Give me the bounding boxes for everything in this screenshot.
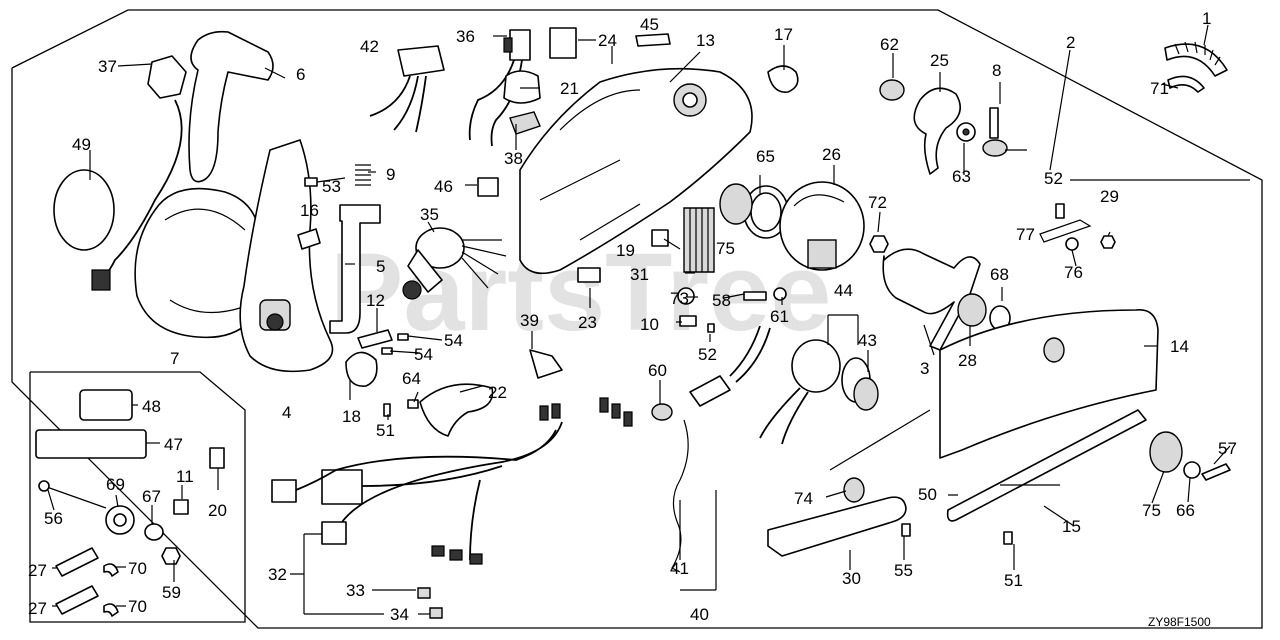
callout-56: 56	[44, 509, 63, 528]
callout-58: 58	[712, 291, 731, 310]
callout-33: 33	[346, 581, 365, 600]
callout-44: 44	[834, 281, 853, 300]
callout-72: 72	[868, 193, 887, 212]
callout-4: 4	[282, 403, 291, 422]
callout-20: 20	[208, 501, 227, 520]
callout-24: 24	[598, 31, 617, 50]
callout-54b: 54	[414, 345, 433, 364]
diagram-code: ZY98F1500	[1148, 615, 1211, 629]
assembly-frame	[11, 9, 1263, 629]
callout-63: 63	[952, 167, 971, 186]
part-drawings	[35, 27, 1231, 619]
callout-52b: 52	[698, 345, 717, 364]
callout-15: 15	[1062, 517, 1081, 536]
callout-26: 26	[822, 145, 841, 164]
callout-18: 18	[342, 407, 361, 426]
callout-67: 67	[142, 487, 161, 506]
callout-48: 48	[142, 397, 161, 416]
callout-9: 9	[386, 165, 395, 184]
callout-38: 38	[504, 149, 523, 168]
callout-19: 19	[616, 241, 635, 260]
callout-8: 8	[992, 61, 1001, 80]
callout-57: 57	[1218, 439, 1237, 458]
callout-36: 36	[456, 27, 475, 46]
callout-27b: 27	[28, 599, 47, 618]
callout-21: 21	[560, 79, 579, 98]
callout-59: 59	[162, 583, 181, 602]
callout-50: 50	[918, 485, 937, 504]
callout-51b: 51	[1004, 571, 1023, 590]
callout-14: 14	[1170, 337, 1189, 356]
callout-1: 1	[1202, 9, 1211, 28]
callout-47: 47	[164, 435, 183, 454]
callout-75a: 75	[716, 239, 735, 258]
callout-70b: 70	[128, 597, 147, 616]
callout-41: 41	[670, 559, 689, 578]
leader-lines	[47, 24, 1250, 615]
callout-45: 45	[640, 15, 659, 34]
callout-66: 66	[1176, 501, 1195, 520]
callout-29: 29	[1100, 187, 1119, 206]
callout-74: 74	[794, 489, 813, 508]
callout-52a: 52	[1044, 169, 1063, 188]
callout-30: 30	[842, 569, 861, 588]
callout-3: 3	[920, 359, 929, 378]
callout-60: 60	[648, 361, 667, 380]
callout-32: 32	[268, 565, 287, 584]
callout-37: 37	[98, 57, 117, 76]
callout-43: 43	[858, 331, 877, 350]
callout-69: 69	[106, 475, 125, 494]
callout-70a: 70	[128, 559, 147, 578]
callout-76: 76	[1064, 263, 1083, 282]
callout-42: 42	[360, 37, 379, 56]
callout-10: 10	[640, 315, 659, 334]
callout-31: 31	[630, 265, 649, 284]
callout-39: 39	[520, 311, 539, 330]
callout-35: 35	[420, 205, 439, 224]
callout-51a: 51	[376, 421, 395, 440]
callout-55: 55	[894, 561, 913, 580]
callout-49: 49	[72, 135, 91, 154]
callout-17: 17	[774, 25, 793, 44]
callouts: 1 2 3 4 5 6 7 8 9 10 11 12 13 14 15 16 1…	[28, 9, 1237, 624]
callout-75b: 75	[1142, 501, 1161, 520]
callout-34: 34	[390, 605, 409, 624]
callout-13: 13	[696, 31, 715, 50]
callout-62: 62	[880, 35, 899, 54]
callout-40: 40	[690, 605, 709, 624]
callout-23: 23	[578, 313, 597, 332]
callout-71: 71	[1150, 79, 1169, 98]
callout-7: 7	[170, 349, 179, 368]
callout-65: 65	[756, 147, 775, 166]
callout-2: 2	[1066, 33, 1075, 52]
callout-6: 6	[296, 65, 305, 84]
subassembly-frame	[29, 371, 246, 623]
callout-61: 61	[770, 307, 789, 326]
callout-11: 11	[176, 467, 194, 486]
callout-22: 22	[488, 383, 507, 402]
callout-16: 16	[300, 201, 319, 220]
callout-25: 25	[930, 51, 949, 70]
callout-73: 73	[670, 289, 689, 308]
callout-68: 68	[990, 265, 1009, 284]
callout-54a: 54	[444, 331, 463, 350]
callout-64: 64	[402, 369, 421, 388]
callout-53: 53	[322, 177, 341, 196]
callout-77: 77	[1016, 225, 1035, 244]
callout-28: 28	[958, 351, 977, 370]
callout-27a: 27	[28, 561, 47, 580]
callout-12: 12	[366, 291, 385, 310]
callout-46: 46	[434, 177, 453, 196]
callout-5: 5	[376, 257, 385, 276]
